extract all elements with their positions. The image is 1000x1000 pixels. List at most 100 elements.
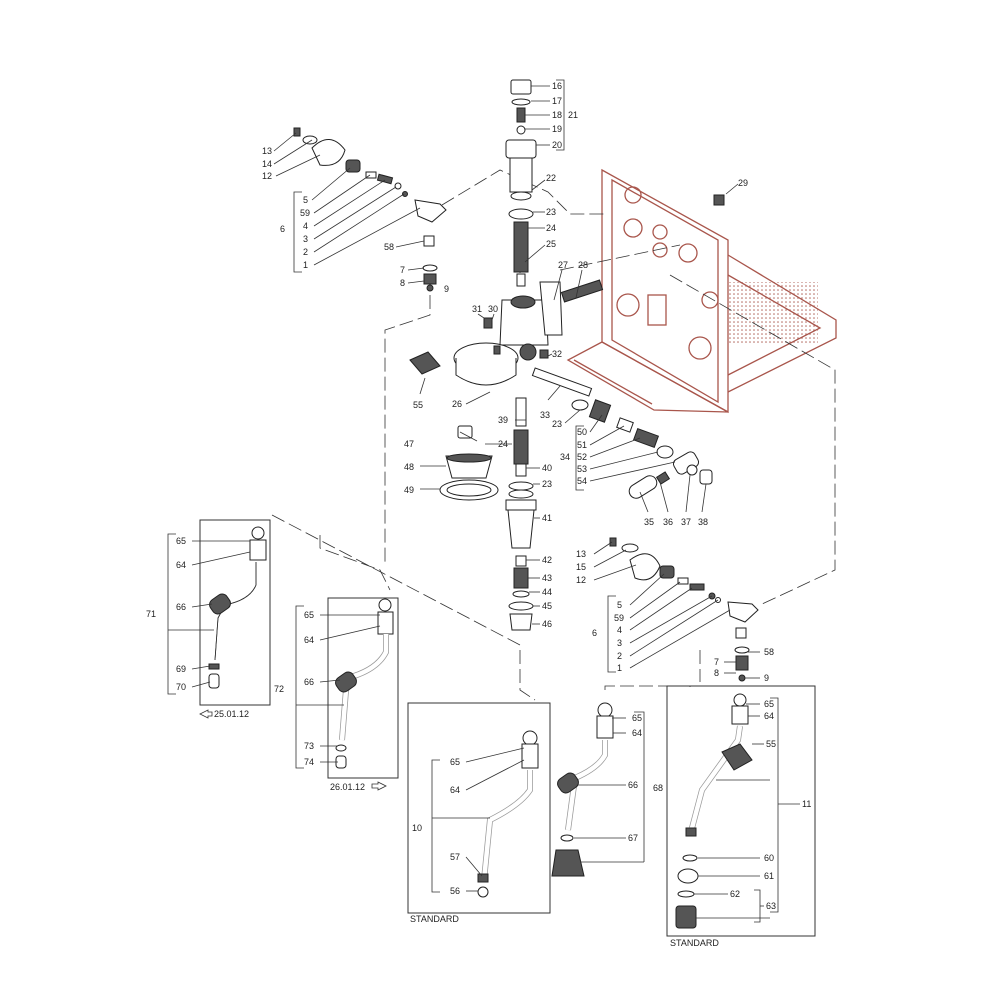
- leader-lines: [167, 79, 800, 923]
- label: 58: [384, 242, 394, 252]
- label: 22: [546, 173, 556, 183]
- label: 58: [764, 647, 774, 657]
- label: 5: [617, 600, 622, 610]
- steam-valve-left: [293, 127, 447, 292]
- arrow-right-icon: [371, 781, 387, 791]
- label: 64: [304, 635, 314, 645]
- label: 64: [632, 728, 642, 738]
- label: 2: [303, 247, 308, 257]
- label: 46: [542, 619, 552, 629]
- label: 3: [303, 234, 308, 244]
- label: 66: [176, 602, 186, 612]
- group-head-assembly: [409, 79, 713, 631]
- label: 5: [303, 195, 308, 205]
- steam-wand-72: [335, 598, 394, 769]
- label: 6: [280, 224, 285, 234]
- label: 23: [546, 207, 556, 217]
- label: 23: [552, 419, 562, 429]
- date-caption: 26.01.12: [330, 782, 365, 792]
- label: 4: [303, 221, 308, 231]
- label: 54: [577, 476, 587, 486]
- label: 16: [552, 81, 562, 91]
- label: 38: [698, 517, 708, 527]
- label: 7: [714, 657, 719, 667]
- label: 3: [617, 638, 622, 648]
- label: 61: [764, 871, 774, 881]
- label: 63: [766, 901, 776, 911]
- label: 6: [592, 628, 597, 638]
- label: 72: [274, 684, 284, 694]
- label: 67: [628, 833, 638, 843]
- label: 65: [176, 536, 186, 546]
- label: 49: [404, 485, 414, 495]
- steam-wand-10: [477, 730, 539, 898]
- label: 14: [262, 159, 272, 169]
- label: 24: [498, 439, 508, 449]
- label: 13: [262, 146, 272, 156]
- label: 59: [300, 208, 310, 218]
- date-caption: 25.01.12: [214, 709, 249, 719]
- connector-29: [713, 194, 725, 206]
- box-11: [666, 685, 816, 937]
- label: 53: [577, 464, 587, 474]
- label: 9: [764, 673, 769, 683]
- label: 7: [400, 265, 405, 275]
- label: 65: [764, 699, 774, 709]
- label: 9: [444, 284, 449, 294]
- label: 70: [176, 682, 186, 692]
- label: 60: [764, 853, 774, 863]
- label: 4: [617, 625, 622, 635]
- label: 30: [488, 304, 498, 314]
- part-labels: 13 14 12 5 59 4 3 2 1 6 58 7 8 9 16 17 1…: [146, 81, 811, 948]
- label: 36: [663, 517, 673, 527]
- standard-caption: STANDARD: [670, 938, 719, 948]
- label: 45: [542, 601, 552, 611]
- label: 47: [404, 439, 414, 449]
- label: 43: [542, 573, 552, 583]
- label: 68: [653, 783, 663, 793]
- label: 24: [546, 223, 556, 233]
- steam-wand-71: [208, 526, 267, 689]
- label: 27: [558, 260, 568, 270]
- label: 55: [766, 739, 776, 749]
- label: 1: [303, 260, 308, 270]
- label: 62: [730, 889, 740, 899]
- label: 29: [738, 178, 748, 188]
- label: 26: [452, 399, 462, 409]
- label: 15: [576, 562, 586, 572]
- label: 66: [304, 677, 314, 687]
- label: 65: [450, 757, 460, 767]
- label: 13: [576, 549, 586, 559]
- label: 64: [764, 711, 774, 721]
- label: 1: [617, 663, 622, 673]
- label: 25: [546, 239, 556, 249]
- label: 12: [262, 171, 272, 181]
- label: 17: [552, 96, 562, 106]
- arrow-left-icon: [199, 709, 213, 719]
- label: 2: [617, 651, 622, 661]
- box-72: [327, 597, 399, 779]
- label: 8: [400, 278, 405, 288]
- label: 56: [450, 886, 460, 896]
- label: 41: [542, 513, 552, 523]
- label: 64: [450, 785, 460, 795]
- label: 73: [304, 741, 314, 751]
- steam-wand-11: [675, 693, 753, 929]
- assembly-leader-lines: [271, 169, 836, 701]
- label: 55: [413, 400, 423, 410]
- label: 42: [542, 555, 552, 565]
- label: 59: [614, 613, 624, 623]
- label: 39: [498, 415, 508, 425]
- label: 44: [542, 587, 552, 597]
- chassis-frame: [566, 168, 837, 414]
- steam-valve-right: [609, 537, 759, 682]
- label: 10: [412, 823, 422, 833]
- label: 31: [472, 304, 482, 314]
- label: 71: [146, 609, 156, 619]
- label: 57: [450, 852, 460, 862]
- label: 37: [681, 517, 691, 527]
- label: 74: [304, 757, 314, 767]
- label: 51: [577, 440, 587, 450]
